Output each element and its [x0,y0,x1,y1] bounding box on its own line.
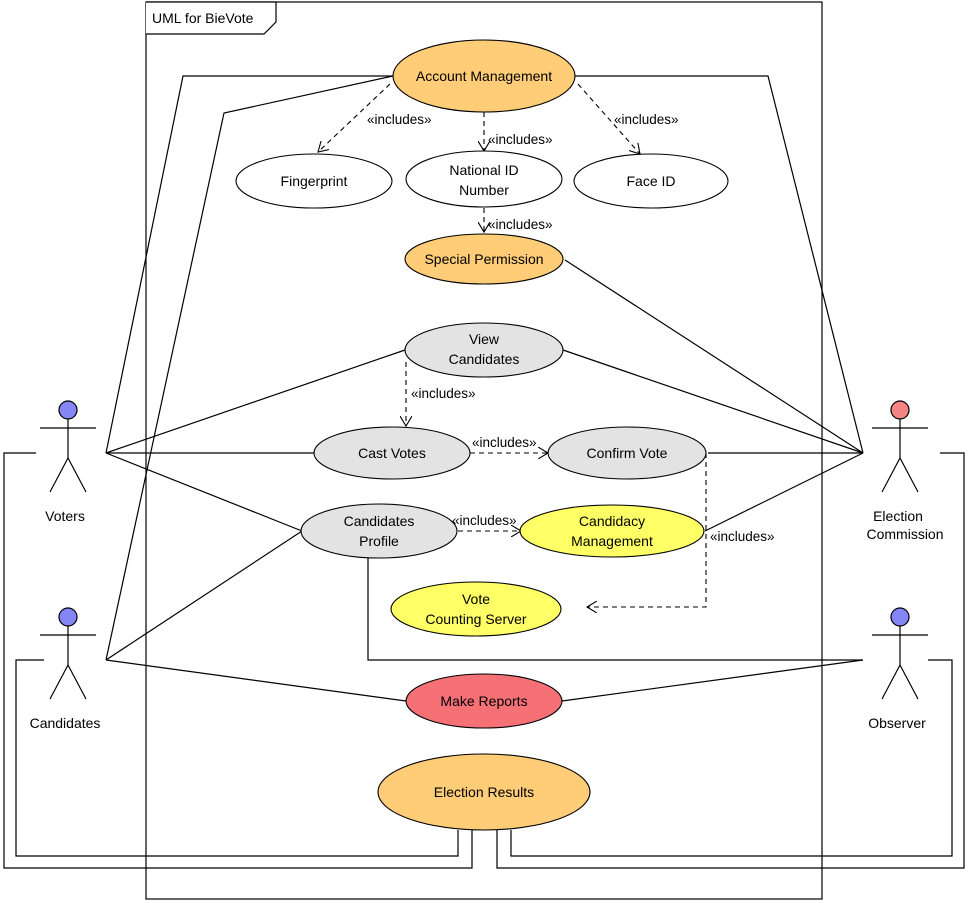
use-case-national-id-number[interactable]: National ID Number [405,150,563,208]
includes-label: «includes» [614,112,679,127]
commission-candidacy-management-edge [704,452,864,532]
voters-view-candidates-edge [105,349,406,454]
associations [3,75,965,869]
svg-text:Counting Server: Counting Server [425,611,527,627]
includes-label: «includes» [488,217,553,232]
svg-text:Candidates: Candidates [344,513,415,529]
use-case-election-results[interactable]: Election Results [377,753,591,831]
observer-candidates-profile-edge [367,557,863,661]
actor-head-icon [58,607,78,627]
voters-account-management-edge [105,75,393,454]
actor-head-icon [890,400,910,420]
svg-text:Profile: Profile [359,533,399,549]
svg-text:Account Management: Account Management [416,68,552,84]
svg-text:View: View [469,331,500,347]
actor-candidates[interactable]: Candidates [30,607,101,731]
use-case-confirm-vote[interactable]: Confirm Vote [547,426,707,480]
actor-label: Election [873,508,923,524]
actor-label: Commission [866,526,943,542]
use-case-face-id[interactable]: Face ID [573,153,729,209]
use-case-special-permission[interactable]: Special Permission [404,233,564,285]
include-face-id-edge [577,83,640,154]
actor-label: Voters [45,508,85,524]
includes-label: «includes» [710,529,775,544]
includes-label: «includes» [452,513,517,528]
svg-text:Face ID: Face ID [626,173,675,189]
use-case-make-reports[interactable]: Make Reports [405,673,563,729]
include-fingerprint-edge [318,83,391,152]
actor-head-icon [890,607,910,627]
svg-text:Election Results: Election Results [434,784,534,800]
includes-label: «includes» [367,112,432,127]
include-vote-counting-server-edge [587,453,707,607]
svg-text:Number: Number [459,182,509,198]
use-case-cast-votes[interactable]: Cast Votes [313,426,471,480]
use-case-account-management[interactable]: Account Management [392,39,576,113]
commission-account-management-edge [575,75,864,454]
use-case-fingerprint[interactable]: Fingerprint [235,153,393,209]
commission-election-results-edge [496,452,965,869]
svg-text:Cast Votes: Cast Votes [358,445,426,461]
svg-text:Special Permission: Special Permission [424,251,543,267]
use-case-candidacy-management[interactable]: Candidacy Management [519,504,705,558]
actor-voters[interactable]: Voters [40,400,96,524]
candidates-election-results-edge [15,659,459,857]
observer-election-results-edge [510,659,953,857]
include-relations: «includes» «includes» «includes» «includ… [318,83,775,607]
svg-text:Management: Management [571,533,653,549]
use-case-vote-counting-server[interactable]: Vote Counting Server [390,581,562,637]
actor-head-icon [58,400,78,420]
svg-text:National ID: National ID [449,162,518,178]
candidates-account-management-edge [105,75,394,661]
svg-text:Confirm Vote: Confirm Vote [587,445,668,461]
actor-label: Observer [868,715,926,731]
includes-label: «includes» [411,386,476,401]
frame-title: UML for BieVote [152,10,254,26]
system-boundary: UML for BieVote [145,1,823,900]
observer-make-reports-edge [561,659,864,702]
candidates-make-reports-edge [105,659,407,702]
voters-election-results-edge [3,452,473,869]
candidates-candidates-profile-edge [105,530,303,661]
voters-candidates-profile-edge [105,452,303,532]
svg-text:Fingerprint: Fingerprint [281,173,348,189]
commission-special-permission-edge [564,259,864,454]
includes-label: «includes» [488,132,553,147]
includes-label: «includes» [472,435,537,450]
svg-text:Candidates: Candidates [449,351,520,367]
svg-text:Candidacy: Candidacy [579,513,645,529]
commission-view-candidates-edge [562,349,864,454]
actor-observer[interactable]: Observer [868,607,928,731]
svg-text:Vote: Vote [462,591,490,607]
actor-label: Candidates [30,715,101,731]
use-case-view-candidates[interactable]: View Candidates [404,322,564,378]
actor-election-commission[interactable]: Election Commission [866,400,944,542]
use-case-candidates-profile[interactable]: Candidates Profile [300,503,458,559]
svg-text:Make Reports: Make Reports [440,693,527,709]
